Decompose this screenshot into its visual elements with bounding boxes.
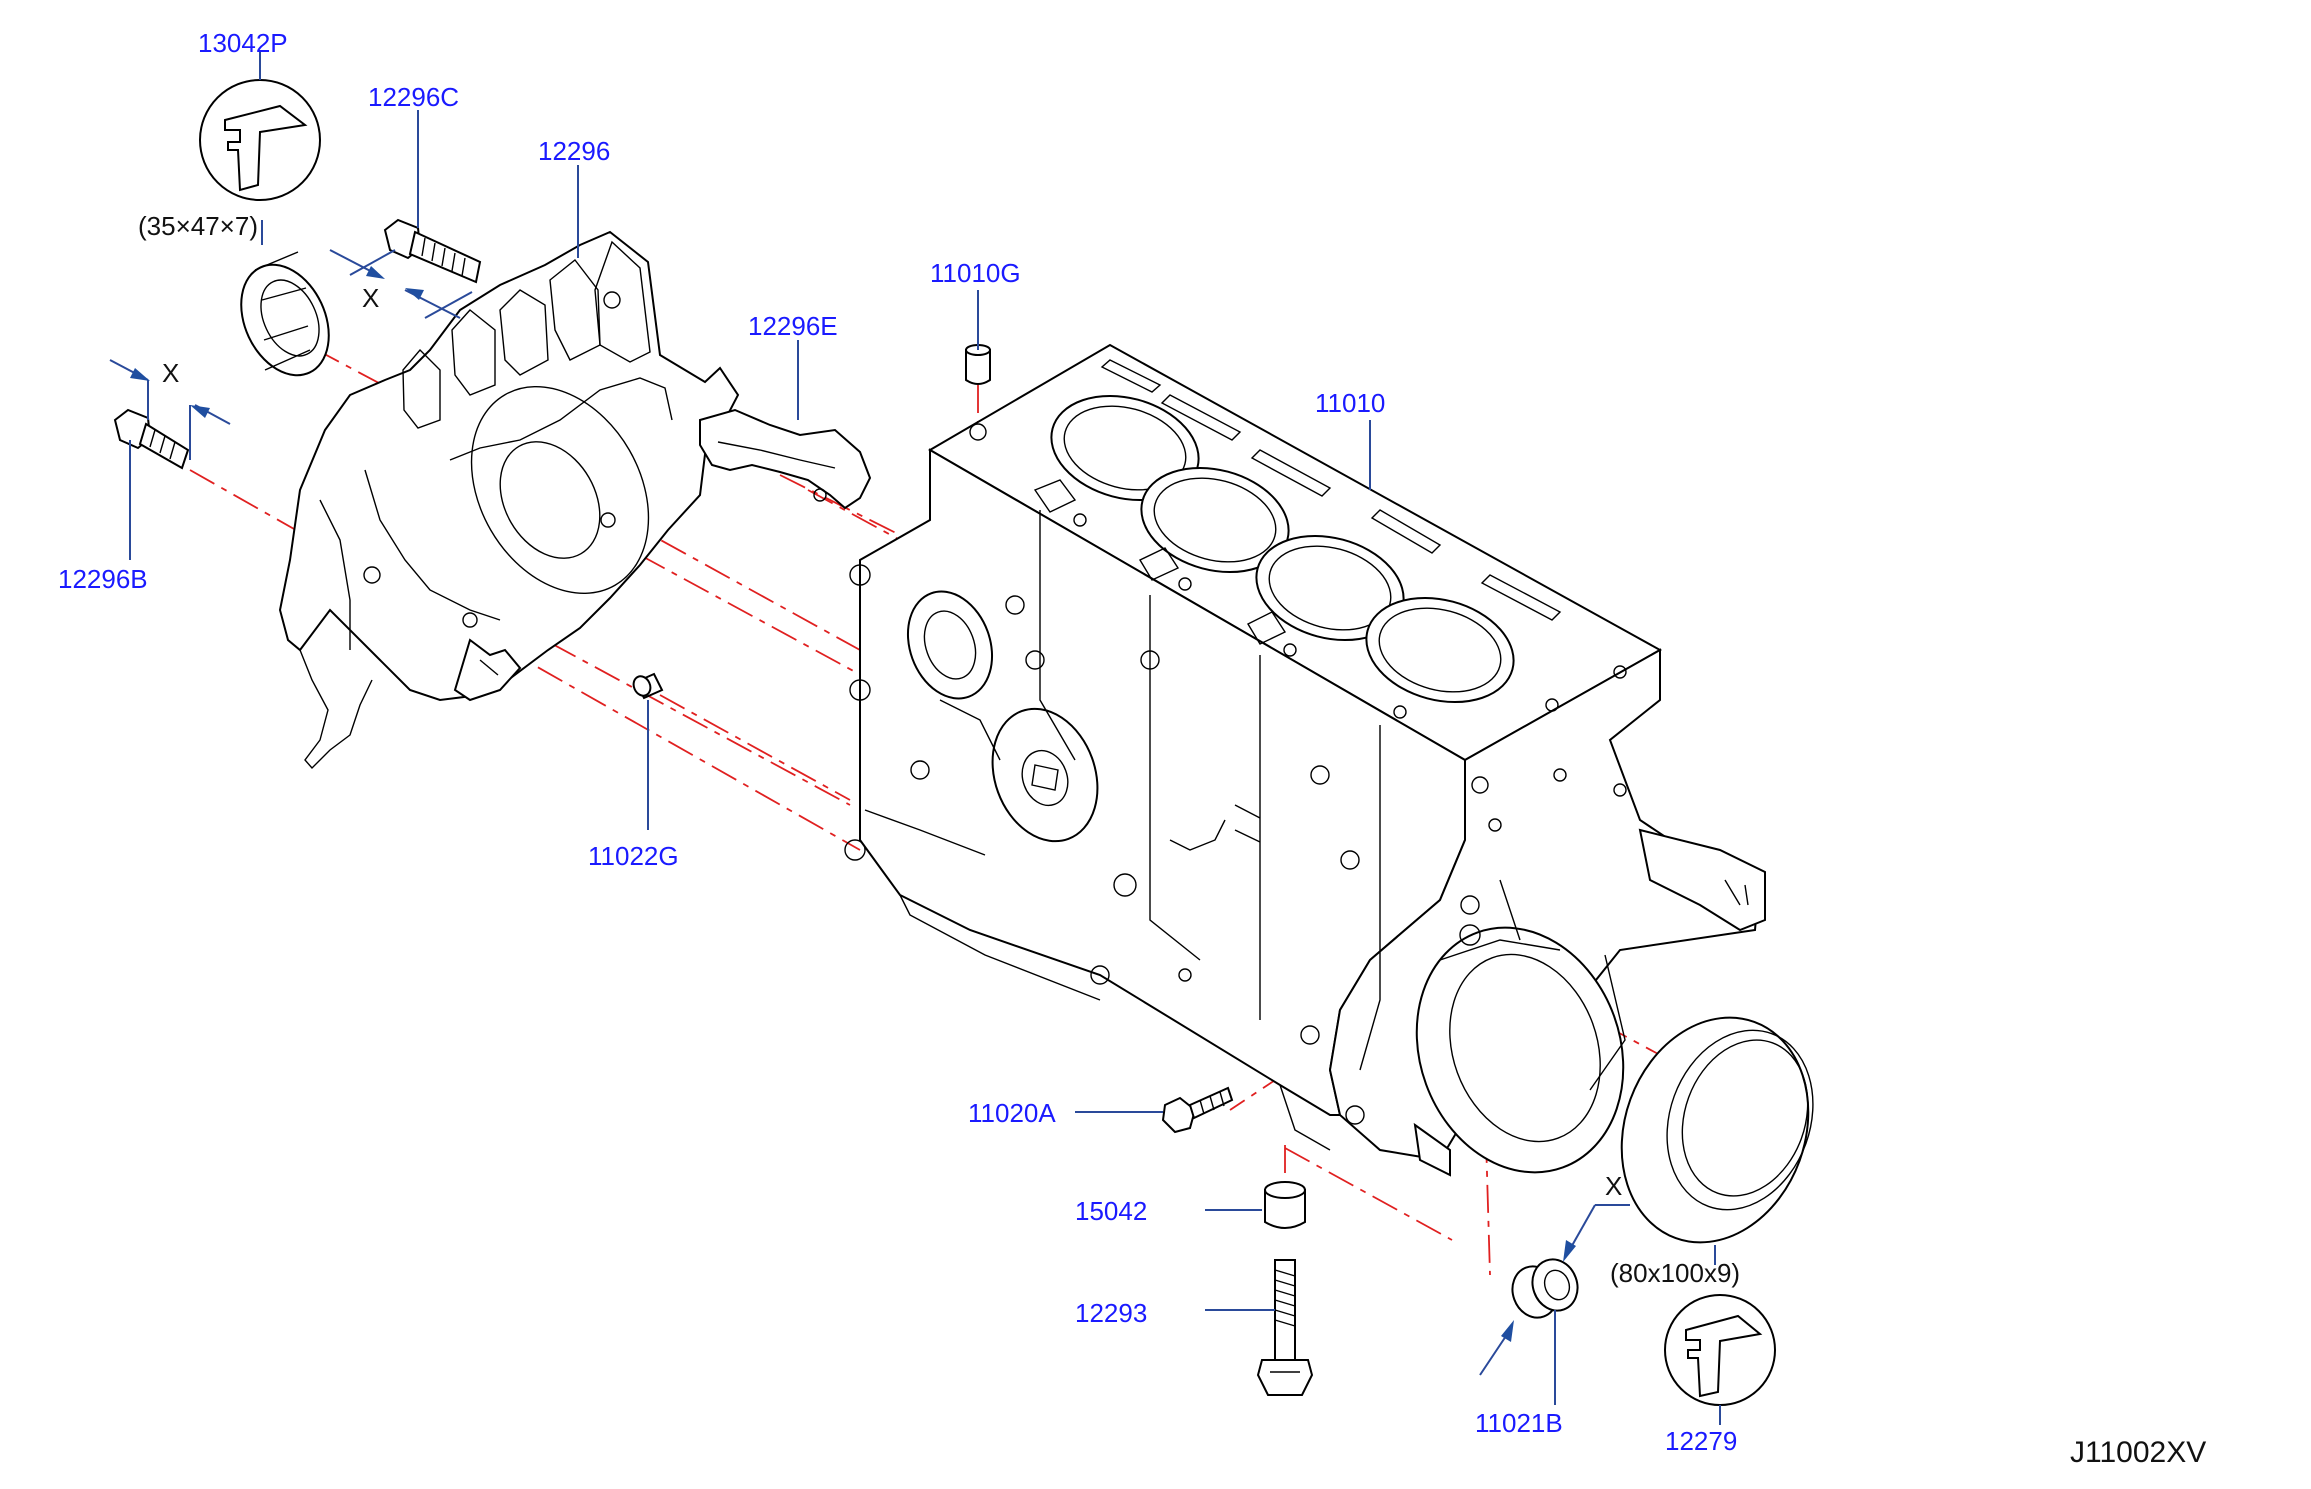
- label-12293: 12293: [1075, 1298, 1147, 1328]
- label-x-bottom: X: [1605, 1171, 1622, 1201]
- gasket-12296E: [699, 408, 872, 510]
- bolt-12296C: [383, 218, 482, 284]
- label-11010G: 11010G: [930, 258, 1021, 288]
- seal-section-detail-top: [199, 79, 321, 201]
- label-12296E: 12296E: [748, 311, 838, 341]
- pin-11022G: [632, 672, 664, 700]
- seal-section-detail-bottom: [1664, 1294, 1776, 1406]
- label-front-seal-size: (35×47×7): [138, 211, 258, 241]
- label-11021B: 11021B: [1475, 1408, 1563, 1438]
- label-12296C: 12296C: [368, 82, 459, 112]
- diagram-code: J11002XV: [2070, 1436, 2206, 1469]
- label-12279: 12279: [1665, 1426, 1737, 1456]
- bolt-12296B: [113, 408, 190, 470]
- leader-lines: [129, 52, 1721, 1425]
- cylinder-block: [844, 343, 1766, 1177]
- part-labels: 13042P (35×47×7) 12296C 12296 12296E 110…: [58, 28, 2206, 1469]
- dimension-marks: [109, 249, 1630, 1376]
- front-cover: [278, 230, 740, 770]
- front-oil-seal: [240, 251, 330, 377]
- label-11022G: 11022G: [588, 841, 679, 871]
- label-11010: 11010: [1315, 388, 1385, 418]
- dowel-11010G: [965, 344, 991, 385]
- label-15042: 15042: [1075, 1196, 1147, 1226]
- label-x-left: X: [162, 358, 179, 388]
- seal-11021B: [1511, 1258, 1579, 1319]
- label-12296B: 12296B: [58, 564, 148, 594]
- bolt-12293: [1256, 1259, 1314, 1396]
- label-rear-seal-size: (80x100x9): [1610, 1258, 1740, 1288]
- label-13042P: 13042P: [198, 28, 288, 58]
- rear-oil-seal: [1620, 1016, 1814, 1244]
- label-12296: 12296: [538, 136, 610, 166]
- plug-15042: [1264, 1181, 1306, 1229]
- label-x-top: X: [362, 283, 379, 313]
- bolt-11020A: [1161, 1086, 1234, 1134]
- label-11020A: 11020A: [968, 1098, 1056, 1128]
